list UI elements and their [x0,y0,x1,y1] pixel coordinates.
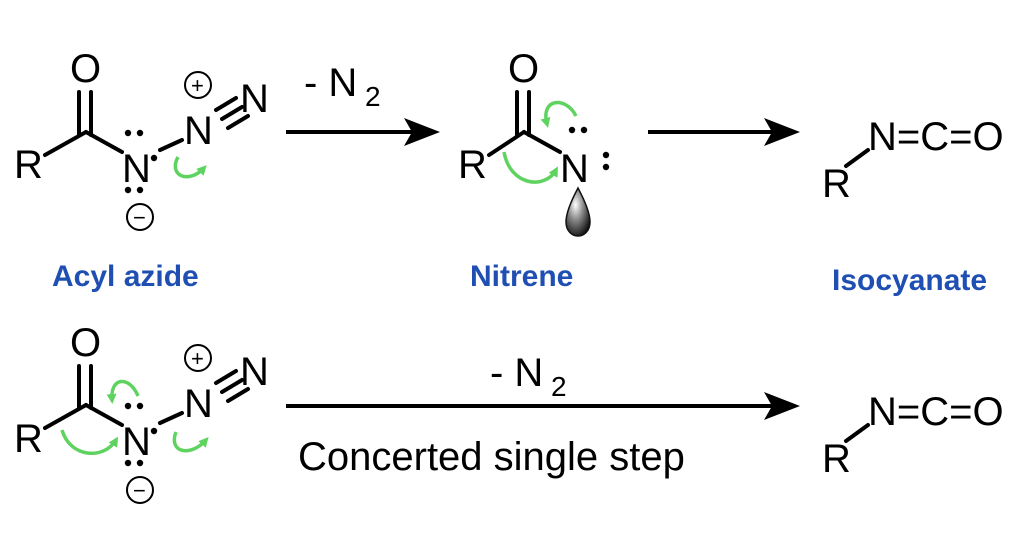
arrow1-condition: - N [304,61,357,105]
r-c-bond [487,130,526,157]
lone-pair-dots [568,126,610,171]
r-group: R [822,437,851,481]
negative-charge-sign: − [133,205,146,230]
empty-orbital-lobe [565,186,591,237]
arrow-caption: Concerted single step [298,435,685,479]
positive-charge-sign: + [191,73,204,98]
curved-electron-arrow-3 [172,431,209,453]
curved-electron-arrow-1 [540,100,578,128]
r-group: R [458,143,487,187]
lone-pair-dots [124,129,158,194]
isocyanate-structure-concerted: R N=C=O [822,390,1004,481]
negative-charge-sign: − [133,478,146,503]
negative-charge-ring [126,476,154,504]
nitrogen-atom-alpha: N [122,420,151,464]
arrow-condition: - N [490,351,543,395]
positive-charge-ring [184,71,212,99]
c-n-bond [522,130,562,154]
curved-electron-arrow-2 [106,379,140,404]
isocyanate-structure: R N=C=O [822,115,1004,206]
acyl-azide-structure: O R N N N + − [14,47,269,231]
nitrogen-atom-beta: N [184,109,213,153]
nitrene-structure: O R N [458,47,610,237]
reaction-arrow-1: - N 2 [286,61,440,146]
r-group: R [822,162,851,206]
r-n-bond [844,423,870,443]
n-n-bond [158,411,184,425]
arrow-condition-subscript: 2 [551,371,567,402]
nitrene-label: Nitrene [470,260,573,293]
r-n-bond [844,148,870,168]
negative-charge-ring [126,203,154,231]
nitrogen-atom-beta: N [184,382,213,426]
r-c-bond [43,130,88,157]
r-c-bond [43,403,88,430]
isocyanate-formula: N=C=O [868,390,1004,434]
nitrogen-atom: N [560,147,589,191]
c-n-bond [84,130,124,154]
arrow1-condition-subscript: 2 [365,81,381,112]
acyl-azide-label: Acyl azide [52,260,199,293]
nitrogen-atom-gamma: N [240,350,269,394]
isocyanate-label: Isocyanate [832,264,987,297]
curved-electron-arrow [173,156,207,179]
triple-bond [214,96,250,130]
acyl-azide-structure-concerted: O R N N N + − [14,321,269,504]
oxygen-atom: O [70,321,101,365]
positive-charge-ring [184,344,212,372]
triple-bond [214,369,250,403]
nitrogen-atom-alpha: N [122,147,151,191]
curved-electron-arrow-1 [60,429,119,455]
c-n-bond [84,403,124,427]
positive-charge-sign: + [191,346,204,371]
reaction-arrow-2 [648,118,800,146]
n-n-bond [158,138,184,152]
nitrogen-atom-gamma: N [240,77,269,121]
curved-electron-arrow-2 [502,151,558,184]
oxygen-atom: O [70,47,101,91]
isocyanate-formula: N=C=O [868,115,1004,159]
reaction-arrow-concerted: - N 2 Concerted single step [286,351,800,479]
oxygen-atom: O [508,47,539,91]
lone-pair-dots [124,402,158,467]
r-group: R [14,143,43,187]
r-group: R [14,417,43,461]
